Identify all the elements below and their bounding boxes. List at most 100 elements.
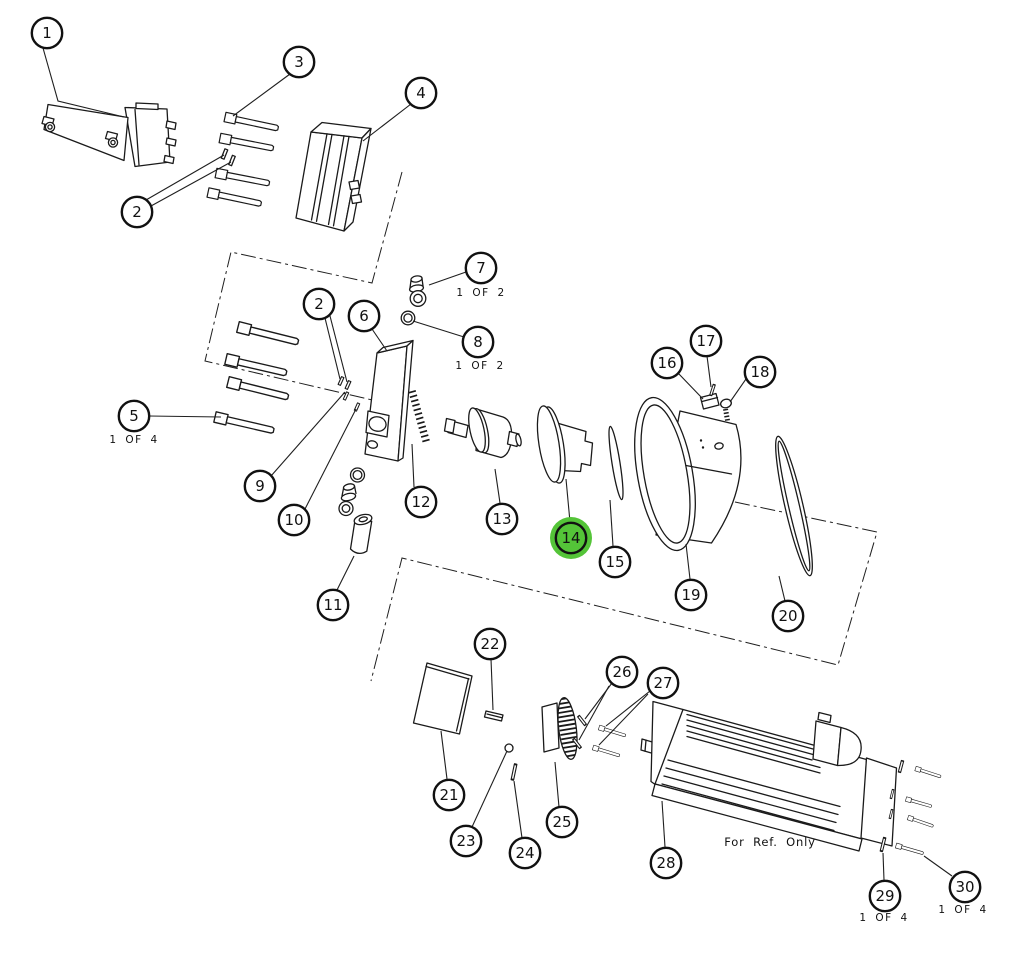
balloon-23[interactable]: 23 — [449, 824, 483, 858]
balloon-circle — [646, 666, 680, 700]
part-13-roller — [443, 407, 522, 459]
leader-line-7 — [428, 271, 467, 286]
phantom-boundary-lower — [370, 501, 878, 682]
balloon-note: 1 OF 4 — [859, 912, 908, 924]
balloon-28[interactable]: 28 — [649, 846, 683, 880]
balloon-16[interactable]: 16 — [650, 346, 684, 380]
balloon-note: 1 OF 2 — [456, 287, 505, 299]
balloon-4[interactable]: 4 — [404, 76, 438, 110]
leader-line-28 — [661, 800, 666, 848]
balloon-8[interactable]: 8 — [461, 325, 495, 359]
leader-line-2 — [329, 315, 348, 383]
balloon-circle — [464, 251, 498, 285]
phantom-boundary-upper — [204, 171, 403, 407]
leader-line-11 — [336, 555, 355, 591]
balloon-3[interactable]: 3 — [282, 45, 316, 79]
balloon-21[interactable]: 21 — [432, 778, 466, 812]
mounting-screws-right — [897, 759, 942, 829]
balloon-label: 14 — [561, 529, 580, 547]
balloon-circle — [554, 521, 588, 555]
balloon-1[interactable]: 1 — [30, 16, 64, 50]
balloon-30[interactable]: 30 — [948, 870, 982, 904]
balloon-label: 3 — [294, 53, 304, 71]
balloon-circle — [461, 325, 495, 359]
balloon-label: 11 — [323, 596, 342, 614]
reference-note: For Ref. Only — [724, 835, 815, 849]
leader-line-1 — [42, 47, 125, 118]
balloon-27[interactable]: 27 — [646, 666, 680, 700]
balloon-18[interactable]: 18 — [743, 355, 777, 389]
balloon-29[interactable]: 29 — [868, 879, 902, 913]
balloon-circle — [316, 588, 350, 622]
balloon-label: 5 — [129, 407, 139, 425]
part-30-screw — [895, 842, 925, 857]
balloon-label: 27 — [653, 674, 672, 692]
balloon-5[interactable]: 5 — [117, 399, 151, 433]
leader-line-17 — [706, 355, 712, 388]
leader-line-29 — [882, 852, 885, 881]
balloon-circle — [598, 545, 632, 579]
leader-line-25 — [554, 761, 560, 808]
balloon-11[interactable]: 11 — [316, 588, 350, 622]
parts-layer — [41, 102, 942, 857]
part-28-motor — [640, 700, 898, 852]
balloon-circle — [243, 469, 277, 503]
balloon-25[interactable]: 25 — [545, 805, 579, 839]
leader-line-2 — [324, 317, 341, 380]
balloon-label: 30 — [955, 878, 974, 896]
balloon-label: 26 — [612, 663, 631, 681]
balloon-12[interactable]: 12 — [404, 485, 438, 519]
balloon-7[interactable]: 7 — [464, 251, 498, 285]
balloon-label: 7 — [476, 259, 486, 277]
leader-line-5 — [148, 415, 222, 418]
balloon-22[interactable]: 22 — [473, 627, 507, 661]
part-18-screw — [720, 398, 732, 421]
part-19-housing — [634, 396, 742, 552]
balloon-circle — [282, 45, 316, 79]
balloon-19[interactable]: 19 — [674, 578, 708, 612]
balloon-note: 1 OF 2 — [455, 360, 504, 372]
balloon-17[interactable]: 17 — [689, 324, 723, 358]
part-22-key — [483, 710, 504, 722]
leader-line-16 — [677, 372, 704, 400]
leader-line-24 — [513, 780, 523, 839]
balloon-label: 16 — [657, 354, 676, 372]
leader-line-18 — [729, 378, 747, 403]
small-o-ring — [349, 467, 366, 483]
leader-line-26 — [578, 685, 610, 741]
leader-line-6 — [371, 328, 388, 352]
balloon-15[interactable]: 15 — [598, 545, 632, 579]
balloon-13[interactable]: 13 — [485, 502, 519, 536]
balloon-circle — [449, 824, 483, 858]
balloon-circle — [948, 870, 982, 904]
balloon-10[interactable]: 10 — [277, 503, 311, 537]
balloon-24[interactable]: 24 — [508, 836, 542, 870]
balloon-circle — [432, 778, 466, 812]
balloon-label: 2 — [132, 203, 142, 221]
part-14-hub — [536, 405, 594, 484]
leader-line-4 — [362, 103, 412, 142]
balloon-circle — [117, 399, 151, 433]
balloon-20[interactable]: 20 — [771, 599, 805, 633]
balloon-2-2[interactable]: 2 — [302, 287, 336, 321]
leader-line-21 — [440, 730, 448, 780]
balloon-2[interactable]: 2 — [120, 195, 154, 229]
balloon-26[interactable]: 26 — [605, 655, 639, 689]
balloon-9[interactable]: 9 — [243, 469, 277, 503]
balloon-circle — [404, 76, 438, 110]
balloon-label: 13 — [492, 510, 511, 528]
part-1-drive-assembly — [41, 102, 177, 168]
balloon-label: 9 — [255, 477, 265, 495]
leader-line-3 — [232, 73, 291, 117]
balloon-14[interactable]: 14 — [550, 517, 592, 559]
part-23-ball — [504, 743, 514, 753]
leader-line-19 — [685, 543, 691, 580]
phantom-boundaries — [204, 171, 878, 682]
leader-line-27 — [598, 693, 649, 746]
balloon-circle — [650, 346, 684, 380]
leader-line-9 — [270, 391, 346, 477]
leader-line-10 — [304, 408, 357, 510]
balloon-6[interactable]: 6 — [347, 299, 381, 333]
leader-line-30 — [923, 855, 953, 877]
part-11-standoff — [338, 483, 373, 555]
